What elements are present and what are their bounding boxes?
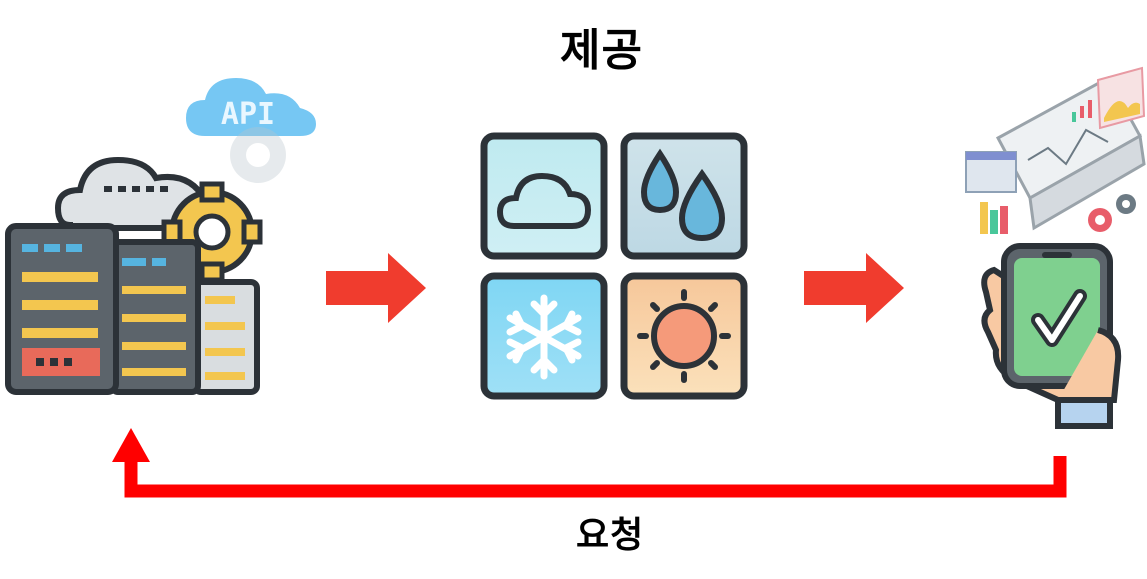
raindrops-tile bbox=[620, 132, 748, 260]
snowflake-tile bbox=[480, 272, 608, 400]
raindrop-icon bbox=[640, 148, 680, 214]
request-label: 요청 bbox=[576, 515, 645, 556]
sun-tile bbox=[620, 272, 748, 400]
server-rack-cloud-gear-icon: API bbox=[5, 78, 316, 395]
arrow-right-icon bbox=[804, 253, 904, 323]
sun-icon bbox=[651, 303, 717, 369]
laptop-smartphone-check-icon bbox=[965, 66, 1146, 429]
snowflake-icon bbox=[506, 294, 582, 380]
cloud-tile bbox=[480, 132, 608, 260]
svg-text:API: API bbox=[221, 97, 275, 132]
arrow-up-icon bbox=[112, 428, 150, 462]
provide-label: 제공 bbox=[560, 25, 643, 76]
api-cloud-icon: API bbox=[186, 78, 316, 136]
raindrop-icon bbox=[678, 168, 726, 242]
faded-gear-icon bbox=[230, 127, 286, 183]
laptop-icon bbox=[965, 66, 1146, 234]
smartphone-icon bbox=[981, 243, 1122, 429]
cloud-icon bbox=[496, 172, 592, 229]
check-icon bbox=[1035, 293, 1083, 343]
weather-tiles-icon bbox=[480, 132, 748, 400]
request-flow-arrow bbox=[112, 428, 1067, 498]
arrow-right-icon bbox=[326, 253, 426, 323]
